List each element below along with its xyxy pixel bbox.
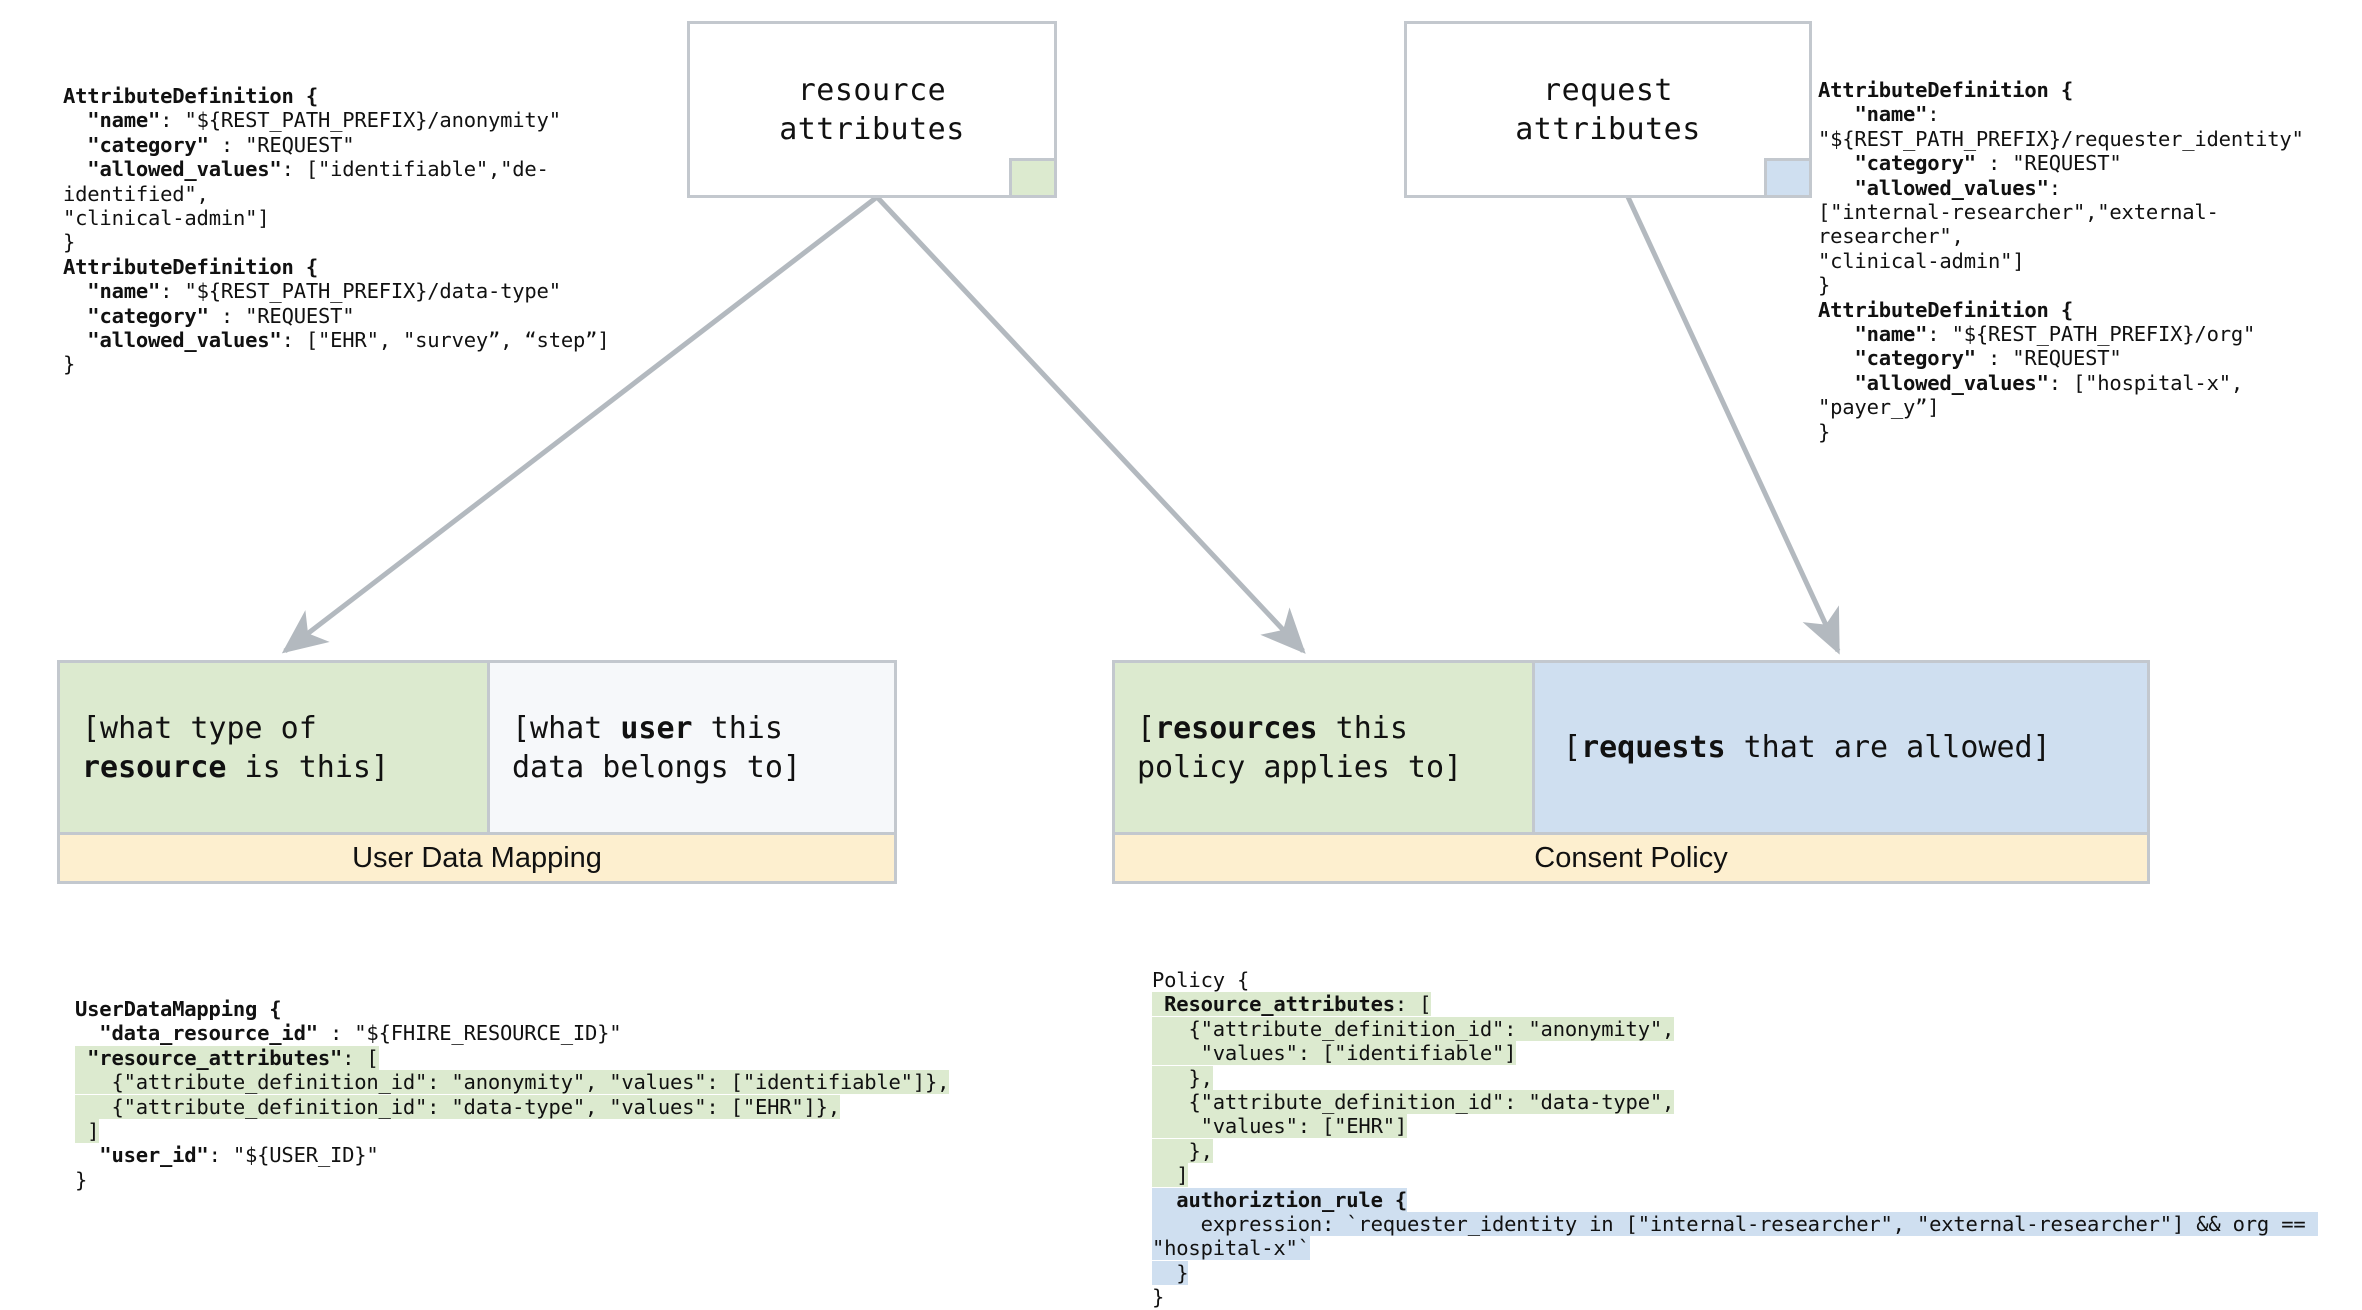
code-line: Policy {: [1152, 968, 1250, 992]
user-data-mapping-entity[interactable]: [what type of resource is this] [what us…: [57, 660, 897, 884]
code-line: "category" : "REQUEST": [1818, 151, 2122, 176]
code-line: }: [1818, 419, 1831, 444]
consent-policy-request-text: [requests that are allowed]: [1563, 730, 2051, 765]
code-line: ]: [1152, 1163, 1189, 1188]
user-data-mapping-resource-cell[interactable]: [what type of resource is this]: [60, 663, 490, 832]
code-line: expression: `requester_identity in ["int…: [1152, 1212, 2318, 1261]
code-line: "allowed_values":: [1818, 175, 2061, 200]
consent-policy-resource-cell[interactable]: [resources this policy applies to]: [1115, 663, 1535, 832]
code-line: },: [1152, 1065, 1213, 1090]
consent-policy-cells: [resources this policy applies to] [requ…: [1115, 663, 2147, 832]
code-line: "category" : "REQUEST": [63, 303, 355, 328]
consent-policy-code: Policy { Resource_attributes: [ {"attrib…: [1152, 968, 2362, 1310]
code-line: }: [1818, 273, 1831, 298]
code-line: "data_resource_id" : "${FHIRE_RESOURCE_I…: [75, 1021, 622, 1046]
code-line: "clinical-admin"]: [63, 206, 270, 231]
code-line: }: [63, 230, 76, 255]
code-line: "allowed_values": ["EHR", "survey”, “ste…: [63, 328, 610, 353]
code-line: ["internal-researcher","external-researc…: [1818, 200, 2219, 249]
code-line: {"attribute_definition_id": "data-type",: [1152, 1090, 1675, 1115]
code-line: {"attribute_definition_id": "data-type",…: [75, 1094, 840, 1119]
attribute-definitions-left-code: AttributeDefinition { "name": "${REST_PA…: [63, 84, 683, 377]
arrow-request-to-consent-policy: [1625, 195, 1841, 655]
consent-policy-resource-text: [resources this policy applies to]: [1137, 710, 1463, 785]
user-data-mapping-user-text: [what user this data belongs to]: [512, 710, 801, 785]
code-line: }: [63, 352, 76, 377]
code-line: "resource_attributes": [: [75, 1045, 379, 1070]
code-line: }: [75, 1167, 88, 1192]
user-data-mapping-user-cell[interactable]: [what user this data belongs to]: [490, 663, 894, 832]
code-line: AttributeDefinition {: [63, 84, 318, 108]
code-line: "category" : "REQUEST": [63, 132, 355, 157]
code-line: },: [1152, 1138, 1213, 1163]
arrow-resource-to-consent-policy: [875, 195, 1306, 654]
request-attributes-color-swatch: [1764, 158, 1812, 198]
code-line: }: [1152, 1260, 1189, 1285]
code-line: {"attribute_definition_id": "anonymity",…: [75, 1070, 950, 1095]
user-data-mapping-code: UserDataMapping { "data_resource_id" : "…: [75, 997, 975, 1192]
attribute-definitions-right-code: AttributeDefinition { "name":"${REST_PAT…: [1818, 78, 2358, 444]
consent-policy-request-cell[interactable]: [requests that are allowed]: [1535, 663, 2147, 832]
code-line: "name":: [1818, 102, 1940, 127]
code-line: AttributeDefinition {: [1818, 78, 2073, 102]
user-data-mapping-cells: [what type of resource is this] [what us…: [60, 663, 894, 832]
code-line: "name": "${REST_PATH_PREFIX}/anonymity": [63, 108, 561, 133]
code-line: "name": "${REST_PATH_PREFIX}/org": [1818, 322, 2256, 347]
code-line: "${REST_PATH_PREFIX}/requester_identity": [1818, 126, 2304, 151]
code-line: "name": "${REST_PATH_PREFIX}/data-type": [63, 279, 561, 304]
code-line: UserDataMapping {: [75, 997, 282, 1021]
code-line: }: [1152, 1285, 1165, 1310]
resource-attributes-color-swatch: [1009, 158, 1057, 198]
request-attributes-box[interactable]: request attributes: [1404, 21, 1812, 198]
user-data-mapping-resource-text: [what type of resource is this]: [82, 710, 390, 785]
code-line: AttributeDefinition {: [1818, 297, 2073, 322]
code-line: AttributeDefinition {: [63, 254, 318, 279]
code-line: "category" : "REQUEST": [1818, 346, 2122, 371]
resource-attributes-label: resource attributes: [779, 72, 965, 147]
code-line: "values": ["identifiable"]: [1152, 1041, 1517, 1066]
code-line: Resource_attributes: [: [1152, 992, 1432, 1017]
code-line: "allowed_values": ["identifiable","de-id…: [63, 157, 549, 206]
resource-attributes-box[interactable]: resource attributes: [687, 21, 1057, 198]
code-line: authoriztion_rule {: [1152, 1187, 1407, 1212]
code-line: "user_id": "${USER_ID}": [75, 1143, 379, 1168]
code-line: "values": ["EHR"]: [1152, 1114, 1407, 1139]
code-line: ]: [75, 1119, 100, 1144]
code-line: {"attribute_definition_id": "anonymity",: [1152, 1016, 1675, 1041]
code-line: "allowed_values": ["hospital-x", "payer_…: [1818, 370, 2256, 420]
consent-policy-entity[interactable]: [resources this policy applies to] [requ…: [1112, 660, 2150, 884]
user-data-mapping-banner: User Data Mapping: [60, 832, 894, 881]
request-attributes-label: request attributes: [1515, 72, 1701, 147]
code-line: "clinical-admin"]: [1818, 248, 2025, 273]
consent-policy-banner: Consent Policy: [1115, 832, 2147, 881]
